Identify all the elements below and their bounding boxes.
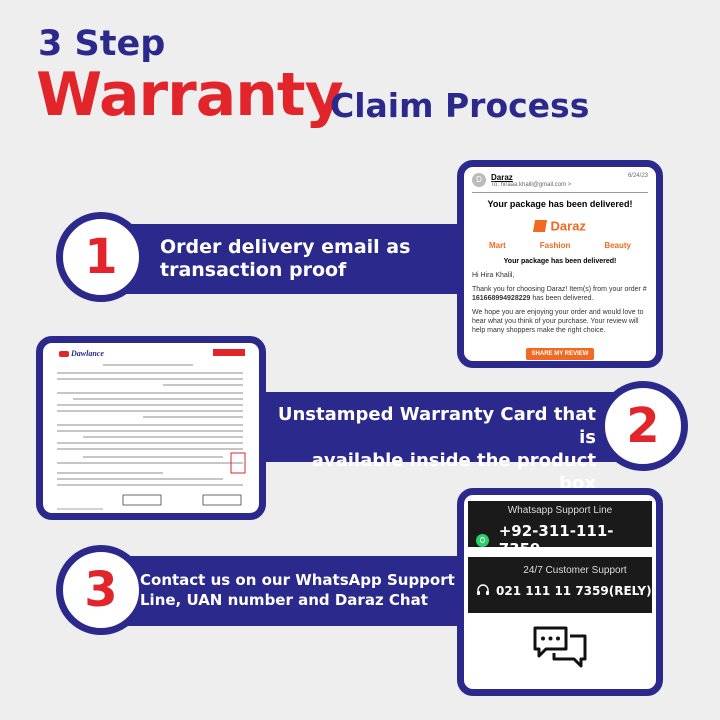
step-3-text: Contact us on our WhatsApp Support Line,…: [140, 571, 455, 609]
uan-label: 24/7 Customer Support: [523, 565, 627, 576]
step-2-circle: 2: [598, 381, 688, 471]
uan-number[interactable]: 021 111 11 7359(RELY): [496, 584, 652, 598]
email-card: D Daraz To: hiraaa.khalil@gmail.com > 6/…: [457, 160, 663, 368]
daraz-logo-icon: [533, 219, 548, 232]
step-3-circle: 3: [56, 545, 146, 635]
urdu-header-strip: [213, 349, 245, 356]
step-2-number: 2: [626, 398, 660, 454]
email-sender: Daraz: [491, 173, 513, 182]
email-headline: Your package has been delivered!: [487, 199, 633, 209]
warranty-card: Dawlance: [36, 336, 266, 520]
email-greeting: Hi Hira Khalil,: [472, 272, 515, 279]
step-1-circle: 1: [56, 212, 146, 302]
title-claim-process: Claim Process: [330, 86, 590, 125]
whatsapp-label: Whatsapp Support Line: [507, 505, 613, 516]
share-review-button[interactable]: SHARE MY REVIEW: [525, 347, 595, 360]
step-1-band: [80, 224, 480, 294]
email-subheadline: Your package has been delivered!: [503, 258, 617, 265]
email-date: 6/24/23: [627, 173, 648, 179]
email-body-1: Thank you for choosing Daraz! Item(s) fr…: [472, 286, 647, 303]
daraz-brand: Daraz: [550, 218, 586, 234]
whatsapp-number[interactable]: +92-311-111-7359: [498, 522, 614, 558]
step-2-text: Unstamped Warranty Card that is availabl…: [277, 404, 596, 494]
chat-bubbles-icon: [533, 626, 587, 668]
step-2-band: [250, 392, 650, 462]
whatsapp-box: Whatsapp Support Line +92-311-111-7359: [468, 501, 652, 558]
urdu-text-lines: [57, 364, 246, 510]
support-card: Whatsapp Support Line +92-311-111-7359 2…: [457, 488, 663, 696]
title-warranty: Warranty: [36, 60, 344, 130]
step-1-text: Order delivery email as transaction proo…: [160, 236, 411, 281]
dawlance-brand: Dawlance: [71, 349, 104, 358]
step-3-band: [80, 556, 480, 626]
step-3-number: 3: [84, 562, 118, 618]
headset-icon: [477, 584, 489, 595]
step-1-number: 1: [84, 229, 118, 285]
uan-box: 24/7 Customer Support 021 111 11 7359(RE…: [468, 557, 652, 613]
email-avatar: D: [472, 173, 486, 187]
email-body-2: We hope you are enjoying your order and …: [472, 309, 644, 335]
title-step-count: 3 Step: [38, 24, 166, 64]
category-mart[interactable]: Mart: [488, 241, 506, 250]
category-beauty[interactable]: Beauty: [604, 241, 632, 250]
email-to: To: hiraaa.khalil@gmail.com >: [491, 182, 572, 188]
category-fashion[interactable]: Fashion: [539, 241, 571, 250]
email-order-number: 161668994928229: [472, 295, 531, 303]
dawlance-logo-icon: [59, 350, 69, 357]
whatsapp-icon: [476, 533, 489, 547]
